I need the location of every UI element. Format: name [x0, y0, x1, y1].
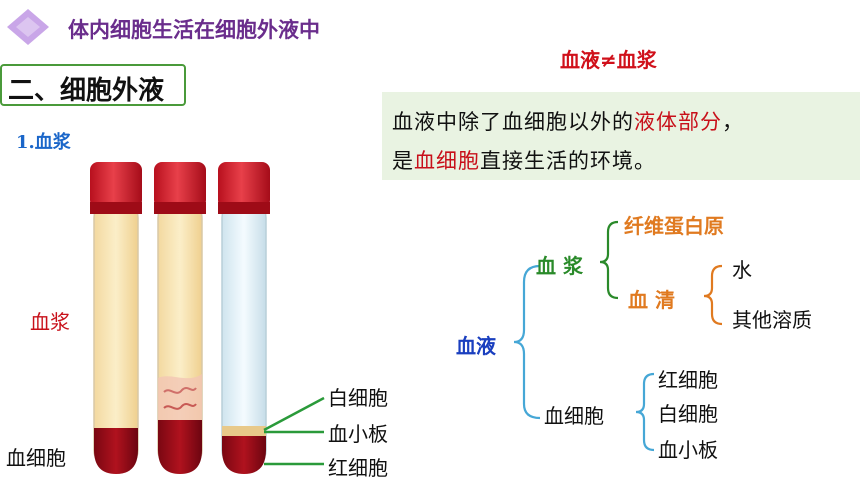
tube-2 [154, 162, 206, 474]
tree-serum: 血 清 [628, 288, 675, 312]
definition-box [382, 92, 860, 180]
rbc-label: 红细胞 [328, 456, 388, 480]
tube-1 [90, 162, 142, 474]
tree-blood-cells: 血细胞 [544, 404, 604, 428]
tree-other-solutes: 其他溶质 [732, 308, 812, 332]
platelet-label: 血小板 [328, 422, 388, 446]
pointer-lines [263, 396, 325, 466]
wbc-label: 白细胞 [328, 386, 388, 410]
tree-platelet: 血小板 [658, 438, 718, 462]
section-title: 二、细胞外液 [8, 76, 165, 106]
definition-line-1: 血液中除了血细胞以外的液体部分， [392, 110, 744, 134]
tree-root-blood: 血液 [456, 334, 496, 358]
plasma-label: 血浆 [30, 310, 70, 334]
tree-rbc: 红细胞 [658, 368, 718, 392]
highlight-blood-cells: 血细胞 [414, 149, 480, 173]
tree-fibrinogen: 纤维蛋白原 [624, 214, 724, 238]
definition-line-2: 是血细胞直接生活的环境。 [392, 149, 656, 173]
highlight-liquid-part: 液体部分 [634, 110, 722, 134]
inequality-note: 血液≠血浆 [560, 48, 657, 72]
classification-brackets [513, 220, 723, 452]
section-box [0, 64, 186, 106]
tree-water: 水 [732, 258, 752, 282]
tree-wbc: 白细胞 [658, 402, 718, 426]
test-tubes-illustration [90, 162, 270, 474]
tree-plasma: 血 浆 [536, 254, 583, 278]
page-title: 体内细胞生活在细胞外液中 [68, 18, 320, 42]
tube-3 [218, 162, 270, 474]
subsection-title: 1.血浆 [16, 132, 71, 153]
blood-cells-label: 血细胞 [6, 446, 66, 470]
diamond-bullet-icon [7, 9, 49, 45]
